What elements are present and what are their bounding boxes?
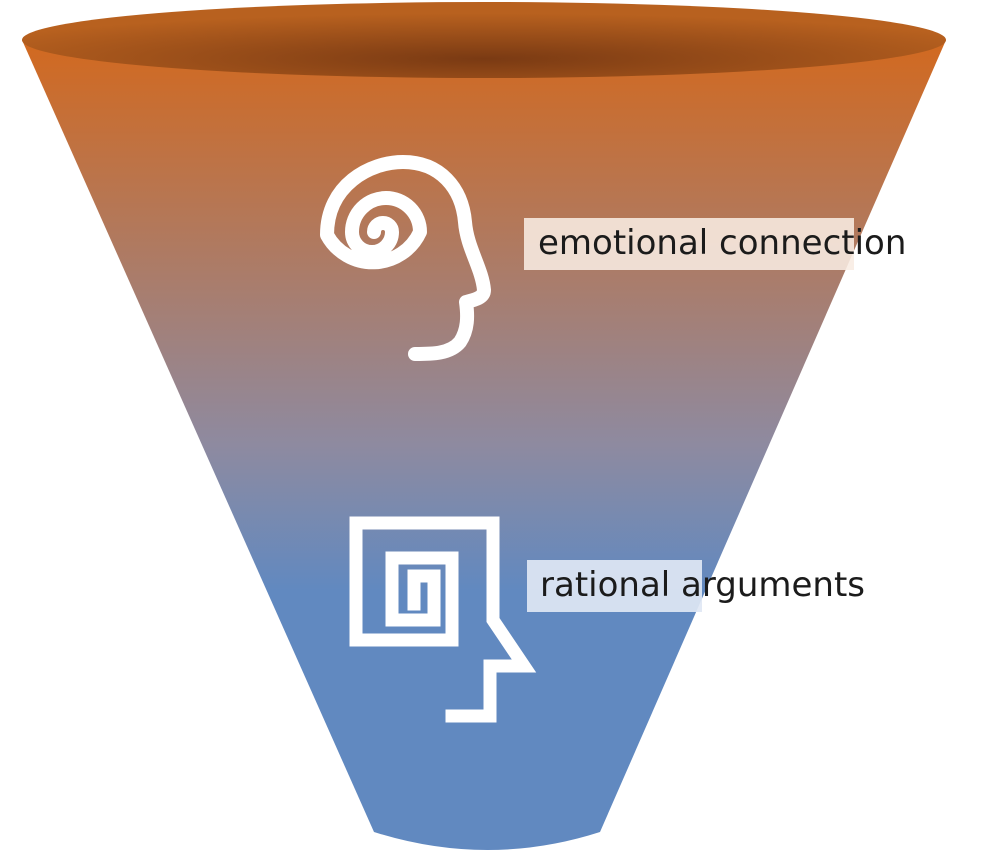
square-spiral-head-icon [349, 516, 537, 723]
emotional-label-background [524, 218, 854, 270]
rational-arguments-label: rational arguments [540, 565, 866, 605]
funnel-body [22, 40, 946, 850]
emotional-connection-label: emotional connection [538, 223, 907, 263]
funnel-rim [22, 2, 946, 78]
spiral-head-icon [320, 155, 491, 361]
rational-label-background [527, 560, 702, 612]
